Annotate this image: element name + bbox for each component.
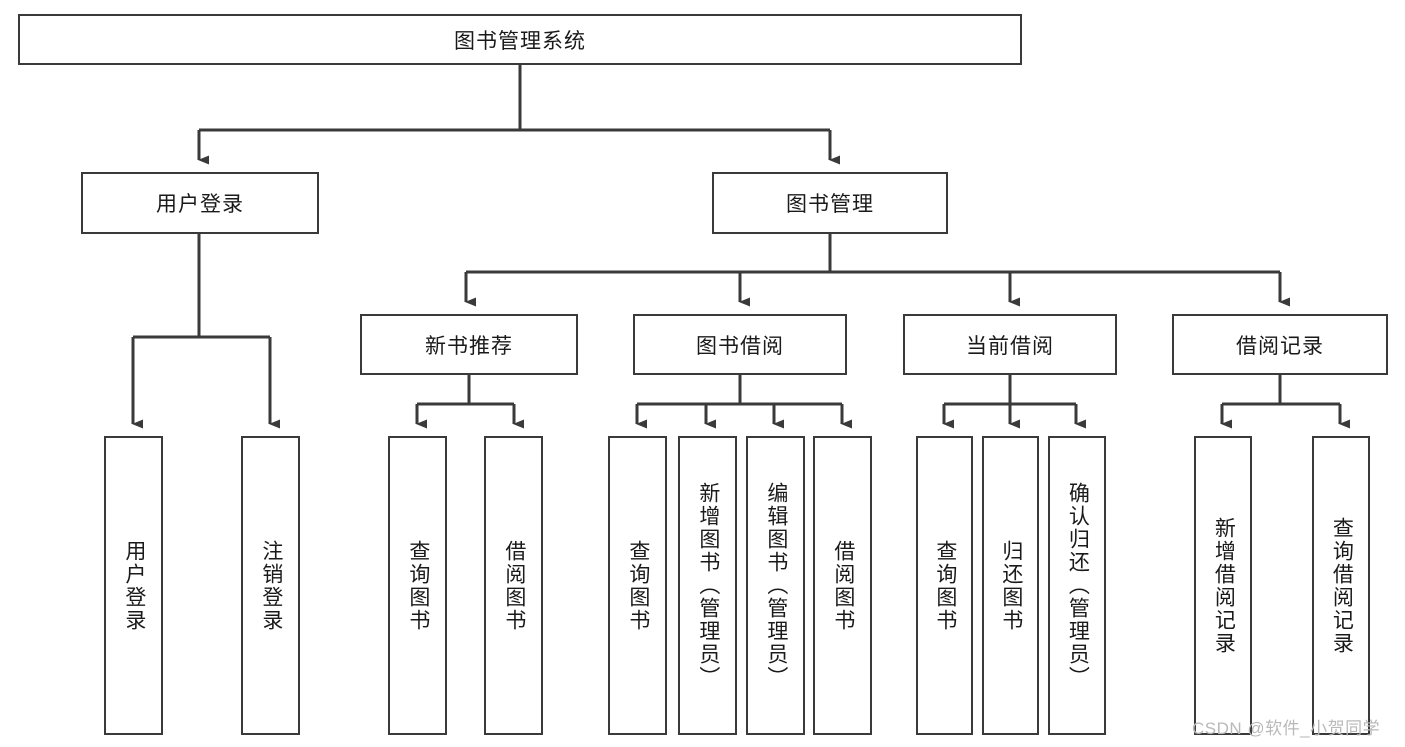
leaf-recommend-query-book[interactable]: 查询图书	[388, 436, 447, 735]
leaf-recommend-borrow-book[interactable]: 借阅图书	[484, 436, 543, 735]
node-book-borrow[interactable]: 图书借阅	[633, 314, 847, 375]
node-new-book-recommend[interactable]: 新书推荐	[360, 314, 578, 375]
node-label: 查询借阅记录	[1330, 516, 1354, 655]
leaf-user-login-signin[interactable]: 用户登录	[104, 436, 163, 735]
node-label: 归还图书	[999, 539, 1023, 632]
node-label: 借阅图书	[831, 539, 855, 632]
leaf-borrow-add-book[interactable]: 新增图书（管理员）	[678, 436, 737, 735]
leaf-borrow-borrow-book[interactable]: 借阅图书	[813, 436, 872, 735]
node-label: 查询图书	[626, 539, 650, 632]
node-label: 借阅记录	[1236, 334, 1324, 358]
node-user-login[interactable]: 用户登录	[81, 172, 319, 234]
node-label: 图书借阅	[696, 334, 784, 358]
leaf-user-login-signout[interactable]: 注销登录	[241, 436, 300, 735]
node-root-system[interactable]: 图书管理系统	[18, 14, 1022, 65]
node-current-borrow[interactable]: 当前借阅	[903, 314, 1117, 375]
node-label: 注销登录	[259, 539, 283, 632]
leaf-record-query-record[interactable]: 查询借阅记录	[1312, 436, 1370, 735]
node-label: 查询图书	[933, 539, 957, 632]
leaf-current-confirm-return[interactable]: 确认归还（管理员）	[1048, 436, 1106, 735]
leaf-borrow-query-book[interactable]: 查询图书	[608, 436, 667, 735]
node-label: 图书管理系统	[454, 29, 586, 53]
node-borrow-record[interactable]: 借阅记录	[1172, 314, 1388, 375]
leaf-borrow-edit-book[interactable]: 编辑图书（管理员）	[746, 436, 805, 735]
node-label: 图书管理	[786, 193, 874, 216]
csdn-watermark: CSDN @软件_小贺同学	[1192, 719, 1381, 738]
node-label: 当前借阅	[966, 334, 1054, 358]
node-label: 借阅图书	[502, 539, 526, 632]
node-label: 新书推荐	[425, 334, 513, 358]
node-book-management[interactable]: 图书管理	[712, 172, 948, 234]
node-label: 确认归还（管理员）	[1066, 482, 1090, 689]
node-label: 用户登录	[122, 539, 146, 632]
leaf-current-query-book[interactable]: 查询图书	[916, 436, 973, 735]
leaf-record-add-record[interactable]: 新增借阅记录	[1194, 436, 1252, 735]
node-label: 新增图书（管理员）	[696, 482, 720, 689]
node-label: 新增借阅记录	[1212, 516, 1236, 655]
node-label: 查询图书	[406, 539, 430, 632]
leaf-current-return-book[interactable]: 归还图书	[982, 436, 1039, 735]
node-label: 编辑图书（管理员）	[764, 482, 788, 689]
node-label: 用户登录	[156, 193, 244, 216]
